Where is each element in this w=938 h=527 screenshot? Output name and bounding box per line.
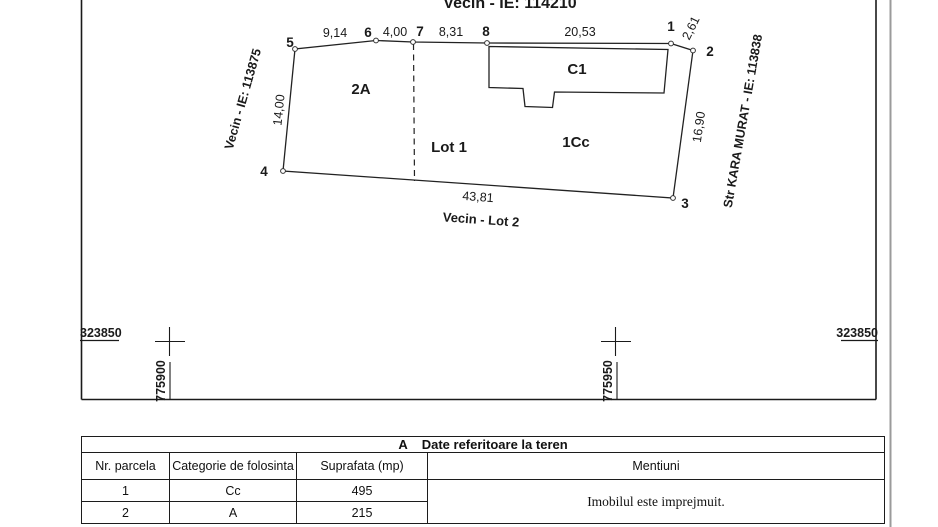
lot-divider-dashed-line <box>412 43 416 182</box>
header-mentiuni: Mentiuni <box>427 452 885 480</box>
cell-suprafata: 495 <box>296 479 428 502</box>
northing-label-left: 323850 <box>80 326 122 340</box>
table-header-row: Nr. parcela Categorie de folosinta Supra… <box>81 452 885 480</box>
table-section-title: Date referitoare la teren <box>421 437 568 452</box>
header-suprafata: Suprafata (mp) <box>296 452 428 480</box>
drawing-frame <box>80 0 877 401</box>
header-categorie-folosinta: Categorie de folosinta <box>169 452 297 480</box>
point-label-6: 6 <box>364 25 372 40</box>
street-right-label: Str KARA MURAT - IE: 113838 <box>721 33 765 209</box>
vertex-marker-2 <box>690 47 696 54</box>
measurement-5-6: 9,14 <box>323 26 347 40</box>
easting-label-left: 775900 <box>154 360 168 402</box>
measurement-4-5: 14,00 <box>270 94 287 127</box>
parcel-boundary <box>282 39 694 199</box>
cell-nr-parcela: 1 <box>81 479 170 502</box>
measurement-7-8: 8,31 <box>439 25 463 39</box>
vertex-marker-5 <box>292 46 298 52</box>
point-label-3: 3 <box>681 196 689 211</box>
neighbor-bottom-label: Vecin - Lot 2 <box>442 209 519 229</box>
easting-label-right: 775950 <box>601 360 615 402</box>
cell-nr-parcela: 2 <box>81 501 170 524</box>
lot1-label: Lot 1 <box>431 139 467 156</box>
point-label-8: 8 <box>482 24 490 39</box>
table-row: 2 A 215 <box>81 501 885 524</box>
neighbor-top-label: Vecin - IE: 114210 <box>443 0 577 12</box>
table-title: A Date referitoare la teren <box>81 436 885 453</box>
table-row: 1 Cc 495 Imobilul este imprejmuit. <box>81 479 885 524</box>
table-section-letter: A <box>398 437 408 452</box>
measurement-2-3: 16,90 <box>690 110 708 143</box>
grid-numbers: 323850 323850 775900 775950 <box>80 326 878 402</box>
cell-suprafata: 215 <box>296 501 428 524</box>
measurement-1-2: 2,61 <box>679 14 702 42</box>
parcel-1cc-label: 1Cc <box>562 134 590 151</box>
land-data-table: A Date referitoare la teren Nr. parcela C… <box>81 436 885 524</box>
point-labels: 1 2 3 4 5 6 7 8 <box>260 19 714 211</box>
point-label-4: 4 <box>260 164 268 179</box>
vertex-marker-3 <box>670 195 676 201</box>
measurement-3-4: 43,81 <box>462 189 494 205</box>
northing-label-right: 323850 <box>836 326 878 340</box>
vertex-marker-1 <box>668 40 674 47</box>
point-label-2: 2 <box>706 44 714 59</box>
table-title-row: A Date referitoare la teren <box>81 436 885 453</box>
vertex-marker-8 <box>484 40 490 46</box>
building-c1-outline <box>488 45 669 109</box>
cell-categorie: Cc <box>169 479 297 502</box>
vertex-marker-7 <box>410 39 416 45</box>
cell-categorie: A <box>169 501 297 524</box>
area-labels: 2A C1 Lot 1 1Cc <box>351 61 589 156</box>
point-label-7: 7 <box>416 24 424 39</box>
mentiuni-note: Imobilul este imprejmuit. <box>427 479 885 524</box>
neighbor-left-label: Vecin - IE: 113875 <box>222 47 264 151</box>
measurement-8-1: 20,53 <box>564 25 595 39</box>
vertex-marker-4 <box>280 168 286 174</box>
point-label-1: 1 <box>667 19 675 34</box>
measurement-6-7: 4,00 <box>383 25 407 39</box>
grid-marks <box>80 327 878 399</box>
point-label-5: 5 <box>286 35 294 50</box>
building-c1-label: C1 <box>567 61 586 78</box>
header-nr-parcela: Nr. parcela <box>81 452 170 480</box>
vertex-markers <box>280 37 696 201</box>
vertex-marker-6 <box>373 37 379 44</box>
segment-measurements: 9,14 4,00 8,31 20,53 2,61 16,90 43,81 14… <box>270 14 708 205</box>
parcel-2a-label: 2A <box>351 81 370 98</box>
